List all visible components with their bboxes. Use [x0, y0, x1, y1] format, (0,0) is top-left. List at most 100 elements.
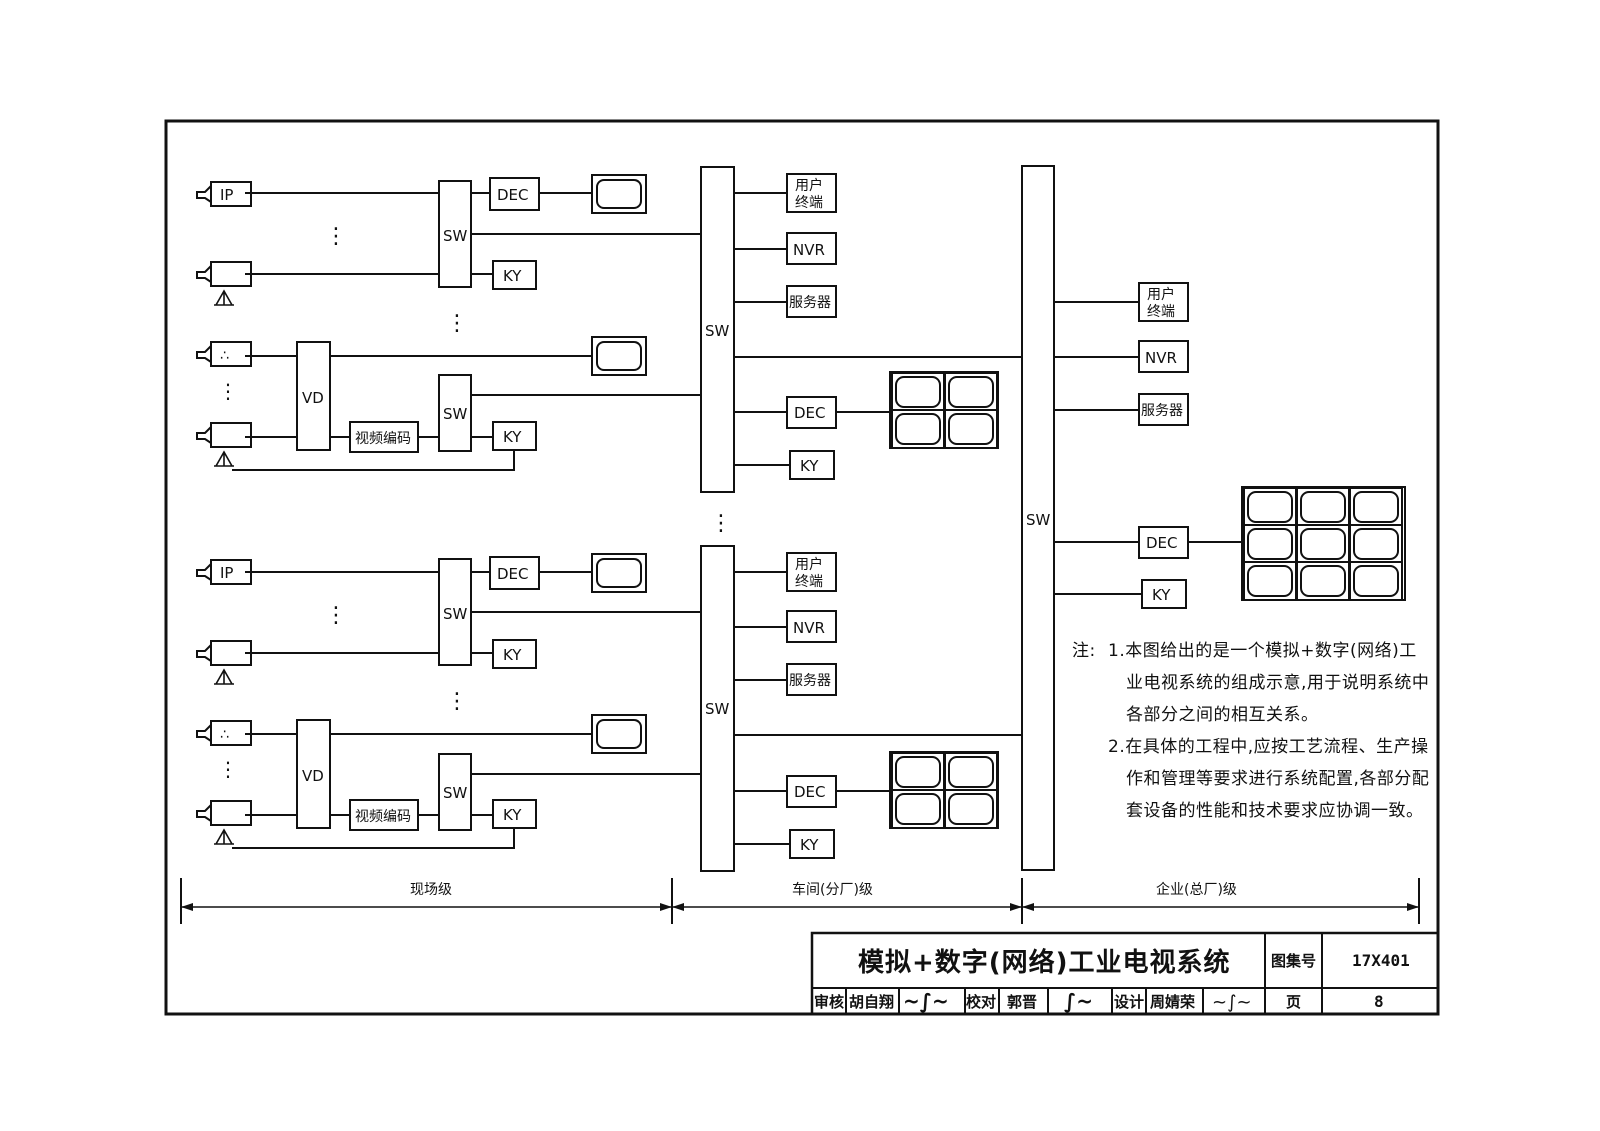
ellipsis-vertical: ⋮ — [325, 224, 347, 249]
keyboard-label: KY — [503, 806, 522, 824]
user-terminal-label-2: 终端 — [795, 195, 823, 211]
field-group-2: IP ⋮ SW DEC KY ⋮ ∴ ⋮ VD 视频编码 SW — [196, 553, 701, 849]
note-line: 1.本图给出的是一个模拟+数字(网络)工 — [1108, 641, 1417, 661]
field-switch — [438, 558, 472, 666]
checker-signature: ∫~ — [1064, 989, 1093, 1013]
enterprise-switch-label: SW — [1026, 511, 1051, 529]
nvr-label: NVR — [793, 241, 825, 259]
ellipsis-vertical: ⋮ — [218, 379, 238, 403]
designer-name: 周婧荣 — [1150, 993, 1196, 1011]
decoder — [786, 775, 837, 808]
nvr — [1138, 340, 1189, 373]
user-terminal-label-2: 终端 — [1147, 304, 1175, 320]
analog-camera-icon — [196, 422, 252, 448]
note-line: 各部分之间的相互关系。 — [1126, 705, 1319, 725]
video-encoder-label: 视频编码 — [355, 431, 411, 447]
ellipsis-vertical: ⋮ — [710, 511, 732, 536]
enterprise-switch — [1021, 165, 1055, 871]
video-wall-3x3 — [1241, 486, 1406, 601]
user-terminal — [786, 173, 837, 213]
user-terminal-label-1: 用户 — [795, 177, 823, 194]
keyboard-label: KY — [503, 646, 522, 664]
pan-tilt-icon — [213, 451, 235, 467]
keyboard — [1141, 579, 1187, 609]
workshop-switch — [700, 166, 735, 493]
note-line: 业电视系统的组成示意,用于说明系统中 — [1126, 673, 1429, 693]
monitor-icon — [591, 714, 647, 754]
keyboard-label: KY — [800, 457, 819, 475]
dome-dots: ∴ — [220, 348, 229, 364]
user-terminal-label-2: 终端 — [795, 574, 823, 590]
field-switch-label: SW — [443, 605, 468, 623]
decoder-label: DEC — [794, 404, 826, 422]
server — [786, 663, 837, 696]
decoder-label: DEC — [497, 186, 529, 204]
monitor-icon — [591, 336, 647, 376]
keyboard-label: KY — [503, 428, 522, 446]
field-switch-label: SW — [443, 405, 468, 423]
ellipsis-vertical: ⋮ — [446, 689, 468, 714]
enterprise-group: SW 用户 终端 NVR 服务器 DEC KY — [1021, 165, 1406, 871]
workshop-switch — [700, 545, 735, 872]
ellipsis-vertical: ⋮ — [218, 757, 238, 781]
reviewer-name: 胡自翔 — [849, 993, 894, 1011]
video-distributor-label: VD — [302, 767, 324, 785]
video-wall-2x2 — [889, 371, 999, 449]
server-label: 服务器 — [789, 673, 831, 689]
note-line: 套设备的性能和技术要求应协调一致。 — [1126, 801, 1424, 821]
level-enterprise-label: 企业(总厂)级 — [1156, 881, 1237, 898]
decoder — [786, 396, 837, 429]
level-workshop-label: 车间(分厂)级 — [792, 881, 873, 898]
server-label: 服务器 — [789, 295, 831, 311]
decoder-label: DEC — [497, 565, 529, 583]
page-no: 8 — [1374, 992, 1384, 1011]
dome-dots: ∴ — [220, 727, 229, 743]
user-terminal-label-1: 用户 — [1147, 286, 1175, 303]
field-switch-label: SW — [443, 784, 468, 802]
workshop-switch-label: SW — [705, 322, 730, 340]
server — [786, 285, 837, 318]
analog-camera-icon — [196, 800, 252, 826]
ellipsis-vertical: ⋮ — [446, 311, 468, 336]
user-terminal — [786, 552, 837, 592]
pan-tilt-icon — [213, 669, 235, 685]
keyboard — [789, 829, 835, 859]
nvr — [786, 610, 837, 643]
decoder — [489, 177, 540, 211]
video-encoder — [349, 799, 419, 831]
decoder — [489, 556, 540, 590]
keyboard-label: KY — [503, 267, 522, 285]
nvr-label: NVR — [793, 619, 825, 637]
design-label: 设计 — [1114, 993, 1144, 1011]
drawing-title: 模拟+数字(网络)工业电视系统 — [858, 947, 1231, 978]
reviewer-signature: ~∫~ — [903, 989, 949, 1013]
analog-camera-icon — [196, 640, 252, 666]
user-terminal — [1138, 282, 1189, 322]
monitor-icon — [591, 553, 647, 593]
video-encoder — [349, 421, 419, 453]
level-dimension-line: 现场级 车间(分厂)级 企业(总厂)级 — [180, 878, 1420, 924]
atlas-no: 17X401 — [1352, 951, 1410, 970]
keyboard — [492, 799, 537, 829]
video-distributor-label: VD — [302, 389, 324, 407]
field-switch — [438, 753, 472, 831]
keyboard-label: KY — [1152, 586, 1171, 604]
ellipsis-vertical: ⋮ — [325, 603, 347, 628]
video-wall-2x2 — [889, 751, 999, 829]
pan-tilt-icon — [213, 290, 235, 306]
video-distributor — [296, 719, 331, 829]
note-line: 2.在具体的工程中,应按工艺流程、生产操 — [1108, 737, 1429, 757]
workshop-group-2: SW 用户 终端 NVR 服务器 DEC KY — [700, 545, 1022, 872]
server-label: 服务器 — [1141, 403, 1183, 419]
checker-name: 郭晋 — [1007, 993, 1037, 1011]
designer-signature: ~∫~ — [1212, 992, 1252, 1013]
keyboard-label: KY — [800, 836, 819, 854]
keyboard — [492, 639, 537, 669]
video-distributor — [296, 341, 331, 451]
analog-camera-icon — [196, 261, 252, 287]
ip-camera-label: IP — [220, 564, 233, 582]
keyboard — [789, 450, 835, 480]
server — [1138, 393, 1189, 426]
decoder-label: DEC — [1146, 534, 1178, 552]
